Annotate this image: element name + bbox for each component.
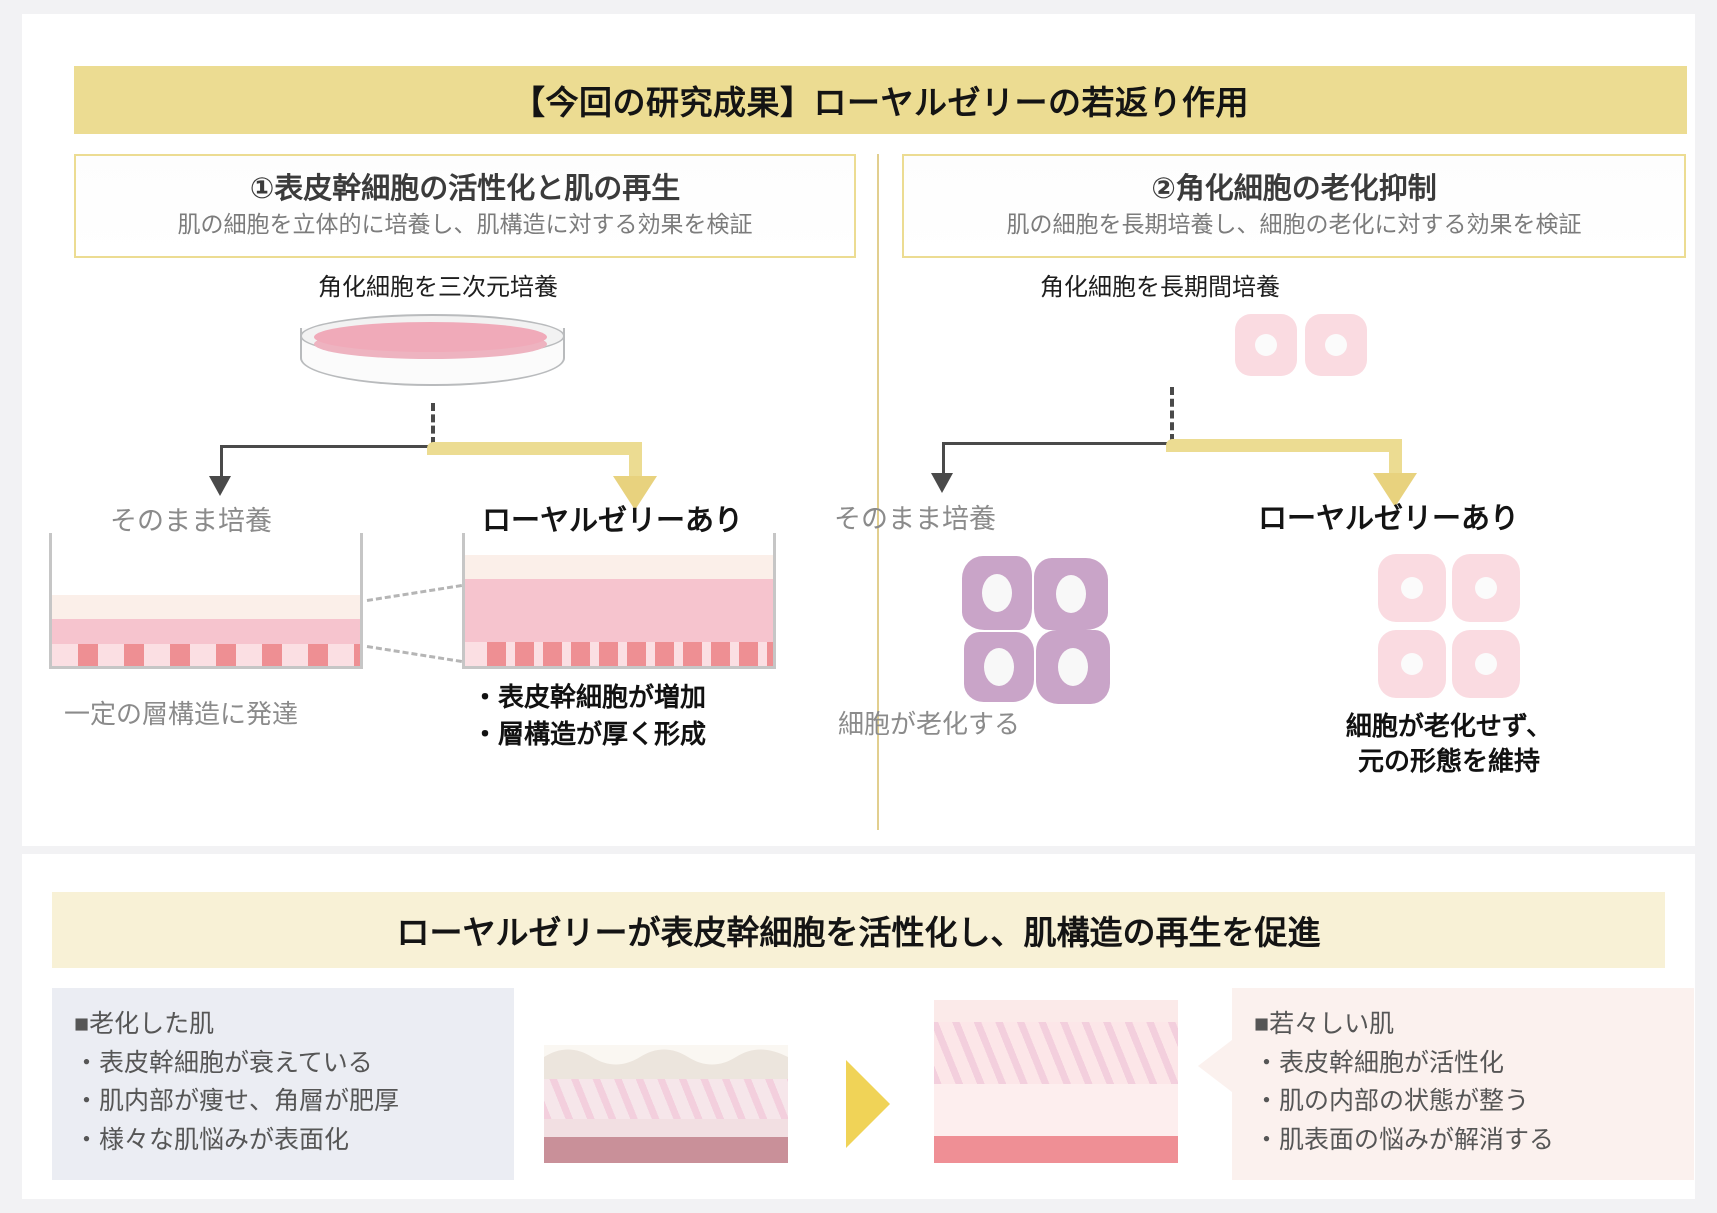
- aged-skin-swatch: [544, 1045, 788, 1163]
- panel2-treated-branch: [1166, 439, 1402, 452]
- main-title-banner: 【今回の研究成果】ローヤルゼリーの若返り作用: [74, 66, 1687, 134]
- panel2-result-line-2: 元の形態を維持: [1357, 746, 1540, 777]
- panel1-dashed-connector: [431, 403, 435, 445]
- skin-culture-treated: [462, 533, 776, 669]
- senescent-cell: [1034, 558, 1108, 630]
- panel1-result-line-2: ・層構造が厚く形成: [472, 718, 707, 749]
- panel1-subheading: 肌の細胞を立体的に培養し、肌構造に対する効果を検証: [177, 211, 753, 238]
- thick-corneum-wave: [544, 1049, 788, 1079]
- panel2-treated-stem: [1389, 439, 1402, 481]
- panel2-treated-arrow: [1373, 473, 1417, 507]
- petri-dish-icon: [300, 314, 565, 399]
- young-skin-swatch: [934, 1000, 1178, 1163]
- panel-cell-senescence: ②角化細胞の老化抑制 肌の細胞を長期培養し、細胞の老化に対する効果を検証: [888, 146, 1700, 836]
- healthy-cell: [1378, 554, 1446, 622]
- panel1-control-result: 一定の層構造に発達: [64, 699, 299, 729]
- healthy-cell: [1452, 554, 1520, 622]
- healthy-cell: [1378, 630, 1446, 698]
- keratinocyte-pair-icon: [1235, 314, 1371, 380]
- panel2-caption: 角化細胞を長期間培養: [1040, 274, 1280, 301]
- panel1-heading: ①表皮幹細胞の活性化と肌の再生: [249, 173, 681, 206]
- panel1-control-label: そのまま培養: [110, 506, 272, 536]
- panel2-heading: ②角化細胞の老化抑制: [1151, 173, 1437, 206]
- panel1-control-branch: [220, 445, 435, 483]
- panel1-treated-label: ローヤルゼリーあり: [482, 505, 744, 537]
- panel2-header: ②角化細胞の老化抑制 肌の細胞を長期培養し、細胞の老化に対する効果を検証: [902, 154, 1686, 258]
- skin-culture-control: [49, 533, 363, 669]
- young-skin-item: ・肌表面の悩みが解消する: [1254, 1126, 1555, 1154]
- young-skin-item: ・肌の内部の状態が整う: [1254, 1087, 1530, 1116]
- senescent-cell: [1036, 630, 1110, 704]
- panel2-control-label: そのまま培養: [834, 504, 996, 534]
- healthy-cell: [1452, 630, 1520, 698]
- panel1-treated-stem: [629, 442, 642, 484]
- summary-text: ローヤルゼリーが表皮幹細胞を活性化し、肌構造の再生を促進: [396, 914, 1321, 951]
- young-skin-item: ・表皮幹細胞が活性化: [1254, 1048, 1505, 1077]
- research-results-card: 【今回の研究成果】ローヤルゼリーの若返り作用 ①表皮幹細胞の活性化と肌の再生 肌…: [22, 14, 1695, 846]
- healthy-cell-cluster: [1378, 554, 1520, 702]
- panel1-header: ①表皮幹細胞の活性化と肌の再生 肌の細胞を立体的に培養し、肌構造に対する効果を検…: [74, 154, 856, 258]
- panel-epidermal-stem-cells: ①表皮幹細胞の活性化と肌の再生 肌の細胞を立体的に培養し、肌構造に対する効果を検…: [60, 146, 870, 836]
- panel-divider: [877, 154, 879, 830]
- panel1-treated-results: ・表皮幹細胞が増加 ・層構造が厚く形成: [472, 679, 706, 753]
- aged-skin-item: ・様々な肌悩みが表面化: [74, 1126, 350, 1154]
- panel1-treated-arrow: [613, 476, 657, 510]
- keratinocyte-cell: [1305, 314, 1367, 376]
- panel2-control-result: 細胞が老化する: [838, 709, 1021, 739]
- panel2-result-line-1: 細胞が老化せず、: [1345, 711, 1553, 741]
- transformation-arrow: [846, 1060, 890, 1148]
- panel2-dashed-connector: [1170, 387, 1174, 442]
- panel1-result-line-1: ・表皮幹細胞が増加: [472, 682, 707, 712]
- panel1-control-arrow: [209, 476, 231, 496]
- senescent-cell: [962, 556, 1032, 630]
- young-callout-pointer: [1198, 1040, 1232, 1092]
- young-skin-callout: ■若々しい肌 ・表皮幹細胞が活性化 ・肌の内部の状態が整う ・肌表面の悩みが解消…: [1232, 988, 1694, 1180]
- panel1-treated-branch: [427, 442, 642, 455]
- aged-callout-pointer: [470, 1040, 504, 1092]
- senescent-cell-cluster: [962, 556, 1112, 704]
- summary-banner: ローヤルゼリーが表皮幹細胞を活性化し、肌構造の再生を促進: [52, 892, 1665, 968]
- panel2-control-arrow: [931, 473, 953, 493]
- aged-skin-item: ・肌内部が痩せ、角層が肥厚: [74, 1087, 400, 1116]
- aged-skin-item: ・表皮幹細胞が衰えている: [74, 1048, 373, 1077]
- young-skin-heading: ■若々しい肌: [1254, 1010, 1395, 1038]
- keratinocyte-cell: [1235, 314, 1297, 376]
- panel2-subheading: 肌の細胞を長期培養し、細胞の老化に対する効果を検証: [1006, 211, 1582, 238]
- page-title: 【今回の研究成果】ローヤルゼリーの若返り作用: [512, 84, 1249, 121]
- aged-skin-callout: ■老化した肌 ・表皮幹細胞が衰えている ・肌内部が痩せ、角層が肥厚 ・様々な肌悩…: [52, 988, 514, 1180]
- panel2-treated-results: 細胞が老化せず、 元の形態を維持: [1261, 709, 1637, 779]
- panel2-control-branch: [942, 442, 1173, 480]
- aged-skin-heading: ■老化した肌: [74, 1010, 215, 1038]
- senescent-cell: [964, 632, 1034, 702]
- panel1-caption: 角化細胞を三次元培養: [318, 274, 558, 301]
- panel2-treated-label: ローヤルゼリーあり: [1258, 503, 1520, 535]
